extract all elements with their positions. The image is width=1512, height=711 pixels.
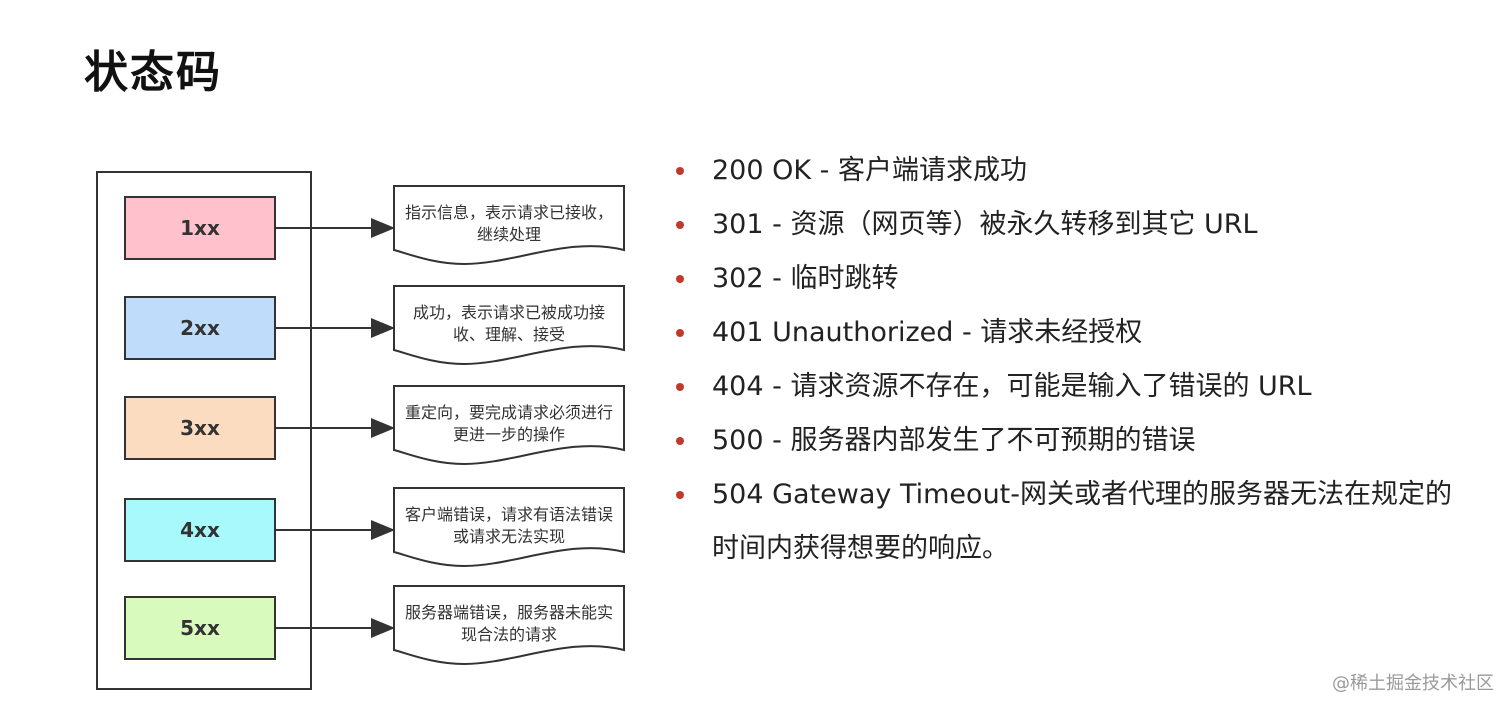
code-box-1xx: 1xx	[124, 196, 276, 260]
status-text: 200 OK - 客户端请求成功	[712, 155, 1027, 186]
status-text: 500 - 服务器内部发生了不可预期的错误	[712, 425, 1196, 456]
doc-text-5xx: 服务器端错误，服务器未能实现合法的请求	[394, 602, 624, 646]
doc-shape-1xx	[393, 185, 625, 266]
status-list-item: 504 Gateway Timeout-网关或者代理的服务器无法在规定的时间内获…	[672, 468, 1452, 576]
status-list-item: 200 OK - 客户端请求成功	[672, 144, 1452, 198]
bullet-icon	[676, 167, 684, 175]
doc-line: 客户端错误，请求有语法错误	[404, 505, 613, 524]
doc-text-3xx: 重定向，要完成请求必须进行更进一步的操作	[394, 402, 624, 446]
doc-line: 指示信息，表示请求已接收，	[404, 203, 613, 222]
bullet-icon	[676, 275, 684, 283]
doc-line: 现合法的请求	[460, 625, 557, 644]
status-code-list: 200 OK - 客户端请求成功 301 - 资源（网页等）被永久转移到其它 UR…	[672, 144, 1452, 576]
status-text: 301 - 资源（网页等）被永久转移到其它 URL	[712, 209, 1258, 240]
code-box-2xx: 2xx	[124, 296, 276, 360]
diagram-outer-frame	[96, 171, 312, 690]
bullet-icon	[676, 437, 684, 445]
bullet-icon	[676, 221, 684, 229]
status-list-item: 404 - 请求资源不存在，可能是输入了错误的 URL	[672, 360, 1452, 414]
code-box-5xx: 5xx	[124, 596, 276, 660]
doc-line: 继续处理	[476, 225, 541, 244]
status-list-item: 302 - 临时跳转	[672, 252, 1452, 306]
status-text: 401 Unauthorized - 请求未经授权	[712, 317, 1143, 348]
doc-text-4xx: 客户端错误，请求有语法错误或请求无法实现	[394, 504, 624, 548]
watermark: @稀土掘金技术社区	[1332, 673, 1494, 694]
doc-text-1xx: 指示信息，表示请求已接收， 继续处理	[394, 202, 624, 246]
diagram-canvas	[96, 171, 625, 690]
doc-line: 重定向，要完成请求必须进行	[404, 403, 613, 422]
status-text: 404 - 请求资源不存在，可能是输入了错误的 URL	[712, 371, 1312, 402]
status-list-item: 301 - 资源（网页等）被永久转移到其它 URL	[672, 198, 1452, 252]
doc-line: 成功，表示请求已被成功接	[412, 303, 605, 322]
doc-shape-3xx	[393, 385, 625, 466]
doc-line: 服务器端错误，服务器未能实	[404, 603, 613, 622]
doc-shape-4xx	[393, 487, 625, 568]
page-title: 状态码	[84, 47, 222, 98]
bullet-icon	[676, 491, 684, 499]
status-code-diagram: 1xx 指示信息，表示请求已接收， 继续处理 2xx 成功，表示请求已被成功接收、理解、…	[0, 0, 660, 711]
bullet-icon	[676, 383, 684, 391]
status-list-item: 500 - 服务器内部发生了不可预期的错误	[672, 414, 1452, 468]
status-text: 302 - 临时跳转	[712, 263, 899, 294]
doc-shape-5xx	[393, 585, 625, 666]
status-list-item: 401 Unauthorized - 请求未经授权	[672, 306, 1452, 360]
status-text: 504 Gateway Timeout-网关或者代理的服务器无法在规定的时间内获…	[712, 479, 1453, 564]
code-box-3xx: 3xx	[124, 396, 276, 460]
doc-text-2xx: 成功，表示请求已被成功接收、理解、接受	[394, 302, 624, 346]
doc-line: 或请求无法实现	[452, 527, 565, 546]
doc-shape-2xx	[393, 285, 625, 366]
doc-line: 更进一步的操作	[452, 425, 565, 444]
bullet-icon	[676, 329, 684, 337]
doc-line: 收、理解、接受	[452, 325, 565, 344]
code-box-4xx: 4xx	[124, 498, 276, 562]
